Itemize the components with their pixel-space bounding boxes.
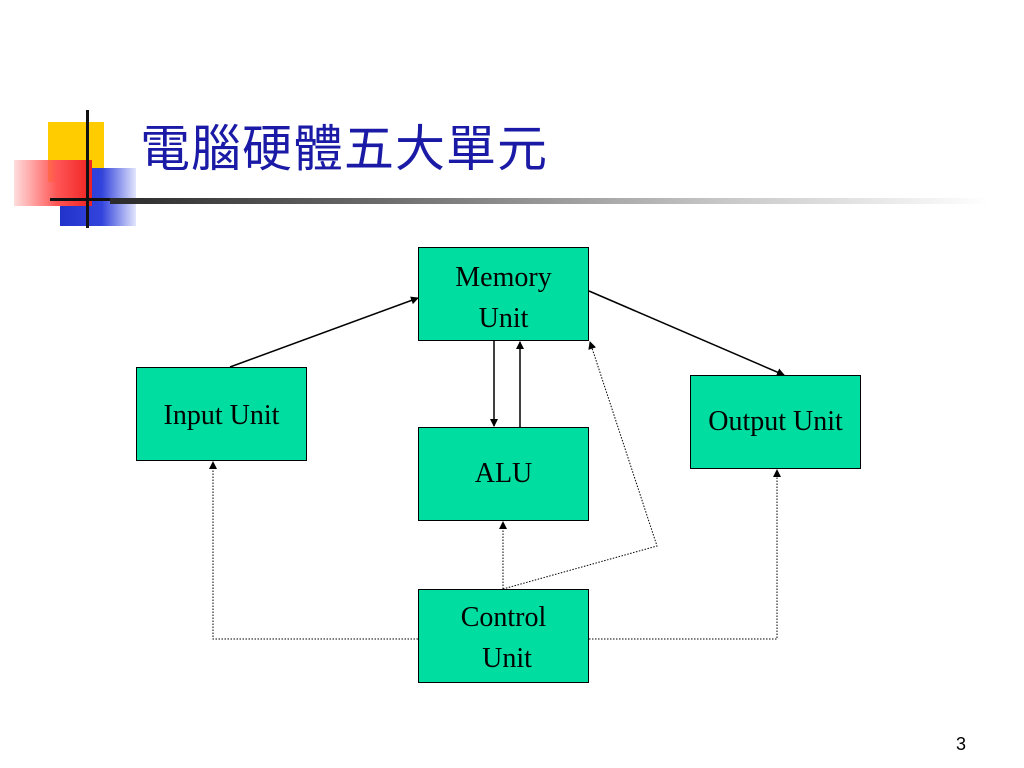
control-unit-label-line2: Unit bbox=[475, 642, 532, 674]
page-number: 3 bbox=[955, 734, 966, 754]
title-underline bbox=[110, 198, 990, 204]
arrow-control-to-memory bbox=[502, 341, 658, 590]
arrow-input-to-memory bbox=[229, 296, 419, 368]
slide-title: 電腦硬體五大單元 bbox=[140, 120, 548, 178]
output-unit-label: Output Unit bbox=[708, 405, 843, 437]
arrow-memory-to-output bbox=[588, 290, 785, 376]
memory-unit-label-line2: Unit bbox=[478, 302, 529, 334]
alu-box: ALU bbox=[418, 427, 589, 521]
alu-label: ALU bbox=[474, 457, 533, 489]
memory-unit-box: Memory Unit bbox=[418, 247, 589, 341]
output-unit-box: Output Unit bbox=[690, 375, 861, 469]
decoration-horizontal-line bbox=[50, 198, 152, 201]
control-unit-label-line1: Control bbox=[460, 602, 547, 633]
input-unit-label: Input Unit bbox=[163, 400, 280, 431]
control-unit-box: Control Unit bbox=[418, 589, 589, 683]
arrow-control-to-output bbox=[589, 469, 781, 640]
input-unit-box: Input Unit bbox=[136, 367, 307, 461]
memory-unit-label-line1: Memory bbox=[455, 262, 552, 293]
arrow-control-to-input bbox=[209, 461, 418, 640]
decoration-vertical-line bbox=[86, 110, 89, 228]
